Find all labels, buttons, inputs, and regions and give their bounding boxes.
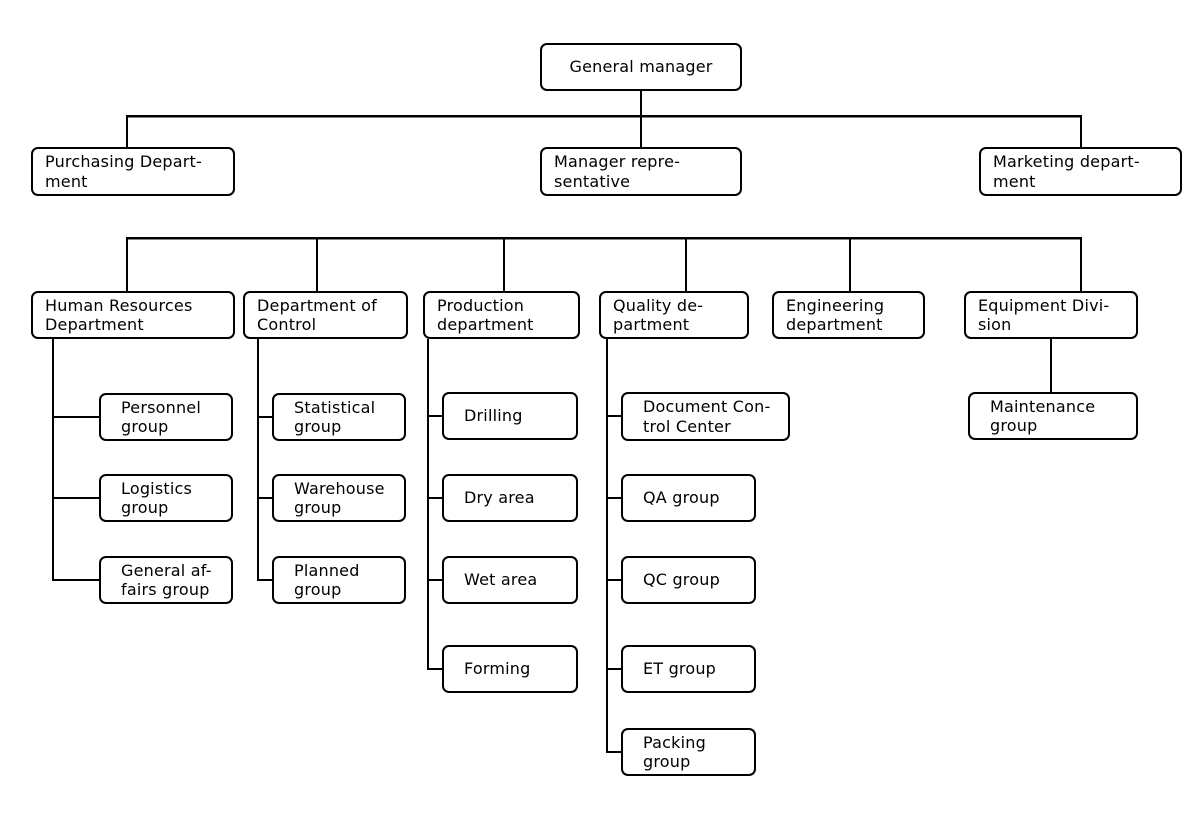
node-dry-area: Dry area [442, 474, 578, 522]
node-document-control-center: Document Con- trol Center [621, 392, 790, 441]
node-purchasing-department: Purchasing Depart- ment [31, 147, 235, 196]
node-human-resources-department: Human Resources Department [31, 291, 235, 339]
node-planned-group: Planned group [272, 556, 406, 604]
node-logistics-group: Logistics group [99, 474, 233, 522]
node-warehouse-group: Warehouse group [272, 474, 406, 522]
node-statistical-group: Statistical group [272, 393, 406, 441]
node-packing-group: Packing group [621, 728, 756, 776]
node-personnel-group: Personnel group [99, 393, 233, 441]
node-manager-representative: Manager repre- sentative [540, 147, 742, 196]
node-forming: Forming [442, 645, 578, 693]
node-qa-group: QA group [621, 474, 756, 522]
node-general-affairs-group: General af- fairs group [99, 556, 233, 604]
node-wet-area: Wet area [442, 556, 578, 604]
node-et-group: ET group [621, 645, 756, 693]
node-drilling: Drilling [442, 392, 578, 440]
node-production-department: Production department [423, 291, 580, 339]
node-department-of-control: Department of Control [243, 291, 408, 339]
node-engineering-department: Engineering department [772, 291, 925, 339]
node-equipment-division: Equipment Divi- sion [964, 291, 1138, 339]
node-maintenance-group: Maintenance group [968, 392, 1138, 440]
node-qc-group: QC group [621, 556, 756, 604]
node-general-manager: General manager [540, 43, 742, 91]
node-quality-department: Quality de- partment [599, 291, 749, 339]
node-marketing-department: Marketing depart- ment [979, 147, 1182, 196]
